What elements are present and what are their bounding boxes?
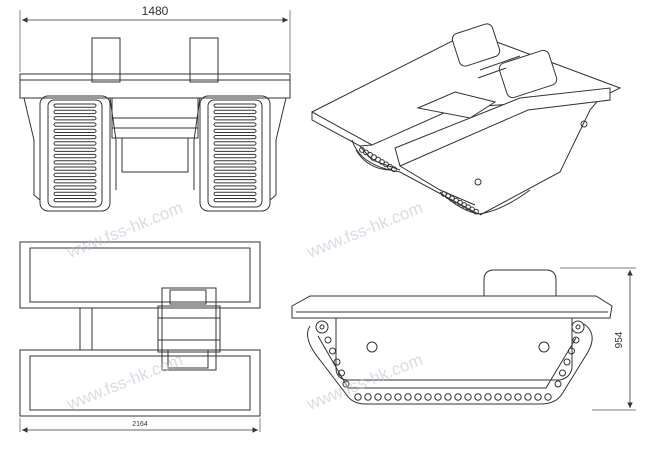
track-pad bbox=[504, 393, 512, 401]
track-link bbox=[53, 103, 97, 108]
track-pad bbox=[563, 358, 571, 366]
track-link bbox=[53, 109, 97, 115]
isometric-view bbox=[310, 23, 622, 216]
track-link bbox=[213, 198, 257, 203]
track-pad bbox=[329, 347, 336, 355]
track-link bbox=[53, 116, 97, 121]
track-link bbox=[53, 135, 97, 140]
track-link bbox=[213, 141, 257, 146]
track-link bbox=[53, 141, 97, 146]
track-link bbox=[53, 179, 97, 184]
front-width-label: 1480 bbox=[142, 4, 169, 18]
track-link bbox=[213, 160, 257, 165]
track-pad bbox=[484, 393, 492, 401]
track-pad bbox=[524, 393, 532, 401]
track-link bbox=[53, 128, 97, 133]
watermark-text: www.fss-hk.com bbox=[63, 350, 185, 414]
track-pad bbox=[464, 393, 472, 401]
track-link bbox=[213, 185, 257, 190]
track-pad bbox=[374, 393, 382, 401]
track-pad bbox=[544, 393, 552, 401]
track-pad bbox=[494, 393, 502, 401]
track-pad bbox=[454, 393, 462, 401]
track-link bbox=[213, 109, 257, 115]
top-view bbox=[19, 241, 261, 433]
track-pad bbox=[424, 393, 432, 401]
track-pad bbox=[559, 369, 566, 377]
track-link bbox=[213, 179, 257, 184]
track-pad bbox=[554, 380, 562, 388]
front-view bbox=[19, 10, 291, 212]
track-pad bbox=[364, 393, 372, 401]
side-height-label: 954 bbox=[614, 331, 625, 348]
track-link bbox=[213, 122, 257, 127]
track-pad bbox=[534, 393, 542, 401]
track-link bbox=[53, 191, 97, 196]
track-pad bbox=[473, 208, 479, 215]
track-pad bbox=[414, 393, 422, 401]
track-link bbox=[53, 153, 97, 159]
track-link bbox=[213, 103, 257, 108]
track-link bbox=[213, 147, 257, 152]
track-pad bbox=[354, 393, 362, 401]
track-link bbox=[53, 160, 97, 165]
track-link bbox=[213, 135, 257, 140]
top-length-label: 2164 bbox=[132, 421, 148, 428]
track-pad bbox=[391, 166, 397, 173]
track-pad bbox=[384, 393, 392, 401]
track-pad bbox=[324, 336, 332, 344]
track-link bbox=[213, 166, 257, 171]
track-pad bbox=[404, 393, 412, 401]
watermark-text: www.fss-hk.com bbox=[63, 198, 185, 262]
track-link bbox=[213, 172, 257, 178]
track-pad bbox=[474, 393, 482, 401]
track-link bbox=[53, 122, 97, 127]
track-pad bbox=[572, 336, 580, 344]
track-pad bbox=[394, 393, 402, 401]
track-pad bbox=[568, 347, 575, 355]
track-pad bbox=[333, 358, 341, 366]
track-link bbox=[213, 128, 257, 133]
track-link bbox=[53, 172, 97, 178]
side-view bbox=[291, 267, 636, 411]
watermark-text: www.fss-hk.com bbox=[303, 198, 425, 262]
track-link bbox=[213, 191, 257, 196]
track-link bbox=[213, 116, 257, 121]
track-pad bbox=[444, 393, 452, 401]
track-pad bbox=[434, 393, 442, 401]
track-link bbox=[53, 198, 97, 203]
track-link bbox=[53, 166, 97, 171]
track-pad bbox=[514, 393, 522, 401]
track-link bbox=[213, 153, 257, 159]
track-link bbox=[53, 147, 97, 152]
track-link bbox=[53, 185, 97, 190]
track-pad bbox=[338, 369, 345, 377]
track-pad bbox=[342, 380, 350, 388]
